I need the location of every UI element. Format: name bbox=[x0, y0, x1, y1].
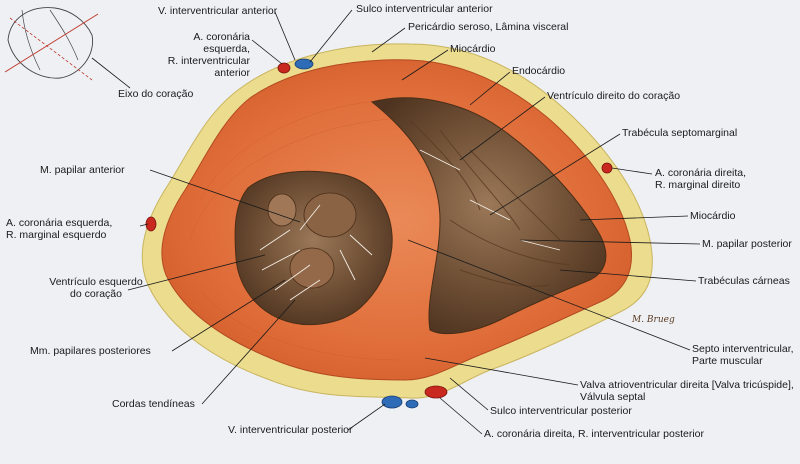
anterior-interventricular-artery bbox=[277, 62, 291, 74]
left-papillary-muscles bbox=[267, 192, 357, 289]
label-septo: Septo interventricular, bbox=[692, 343, 794, 355]
leader-lines bbox=[91, 9, 701, 435]
svg-text:R. interventricular: R. interventricular bbox=[168, 55, 251, 67]
heart-thumbnail bbox=[4, 7, 99, 81]
label-sulco-anterior: Sulco interventricular anterior bbox=[356, 3, 493, 15]
chordae-tendineae-right bbox=[419, 149, 561, 251]
labels: Eixo do coração V. interventricular ante… bbox=[6, 3, 794, 440]
label-ventriculo-direito: Ventrículo direito do coração bbox=[547, 90, 680, 102]
label-papilares-posteriores: Mm. papilares posteriores bbox=[30, 345, 151, 357]
label-valva: Valva atrioventricular direita [Valva tr… bbox=[580, 379, 794, 391]
trabeculae-carneae bbox=[409, 119, 571, 287]
svg-text:Parte muscular: Parte muscular bbox=[692, 355, 763, 367]
label-v-interventricular-anterior: V. interventricular anterior bbox=[158, 5, 278, 17]
label-a-cor-esq-marginal: A. coronária esquerda, bbox=[6, 217, 112, 229]
svg-text:Válvula septal: Válvula septal bbox=[580, 391, 645, 403]
posterior-interventricular-artery bbox=[424, 385, 448, 399]
label-endocardio: Endocárdio bbox=[512, 65, 565, 77]
right-marginal-artery bbox=[601, 162, 613, 174]
label-a-coronaria-esquerda: A. coronária bbox=[193, 31, 250, 43]
label-eixo: Eixo do coração bbox=[118, 88, 193, 100]
left-marginal-artery bbox=[145, 216, 157, 232]
label-papilar-posterior: M. papilar posterior bbox=[702, 238, 792, 250]
label-miocardio-top: Miocárdio bbox=[450, 43, 496, 55]
label-sulco-posterior: Sulco interventricular posterior bbox=[490, 405, 632, 417]
svg-text:anterior: anterior bbox=[214, 67, 250, 79]
label-v-interventricular-posterior: V. interventricular posterior bbox=[228, 424, 353, 436]
svg-text:do coração: do coração bbox=[70, 288, 122, 300]
vessels bbox=[145, 58, 613, 409]
svg-text:R. marginal direito: R. marginal direito bbox=[655, 179, 740, 191]
label-papilar-anterior: M. papilar anterior bbox=[40, 164, 125, 176]
label-a-cor-dir-posterior: A. coronária direita, R. interventricula… bbox=[484, 428, 705, 440]
svg-text:esquerda,: esquerda, bbox=[203, 43, 250, 55]
svg-text:R. marginal esquerdo: R. marginal esquerdo bbox=[6, 229, 107, 241]
chordae-tendineae-left bbox=[259, 204, 373, 301]
label-ventriculo-esquerdo: Ventrículo esquerdo bbox=[49, 276, 143, 288]
label-cordas: Cordas tendíneas bbox=[112, 398, 195, 410]
label-a-coronaria-direita: A. coronária direita, bbox=[655, 167, 746, 179]
label-trabecula: Trabécula septomarginal bbox=[622, 127, 737, 139]
posterior-interventricular-vein bbox=[381, 395, 403, 409]
artist-signature: M. Brueg bbox=[631, 315, 675, 325]
label-pericardio: Pericárdio seroso, Lâmina visceral bbox=[408, 21, 568, 33]
anterior-interventricular-vein bbox=[294, 58, 314, 70]
label-trabeculas-carneas: Trabéculas cárneas bbox=[698, 275, 790, 287]
label-miocardio-right: Miocárdio bbox=[690, 210, 736, 222]
